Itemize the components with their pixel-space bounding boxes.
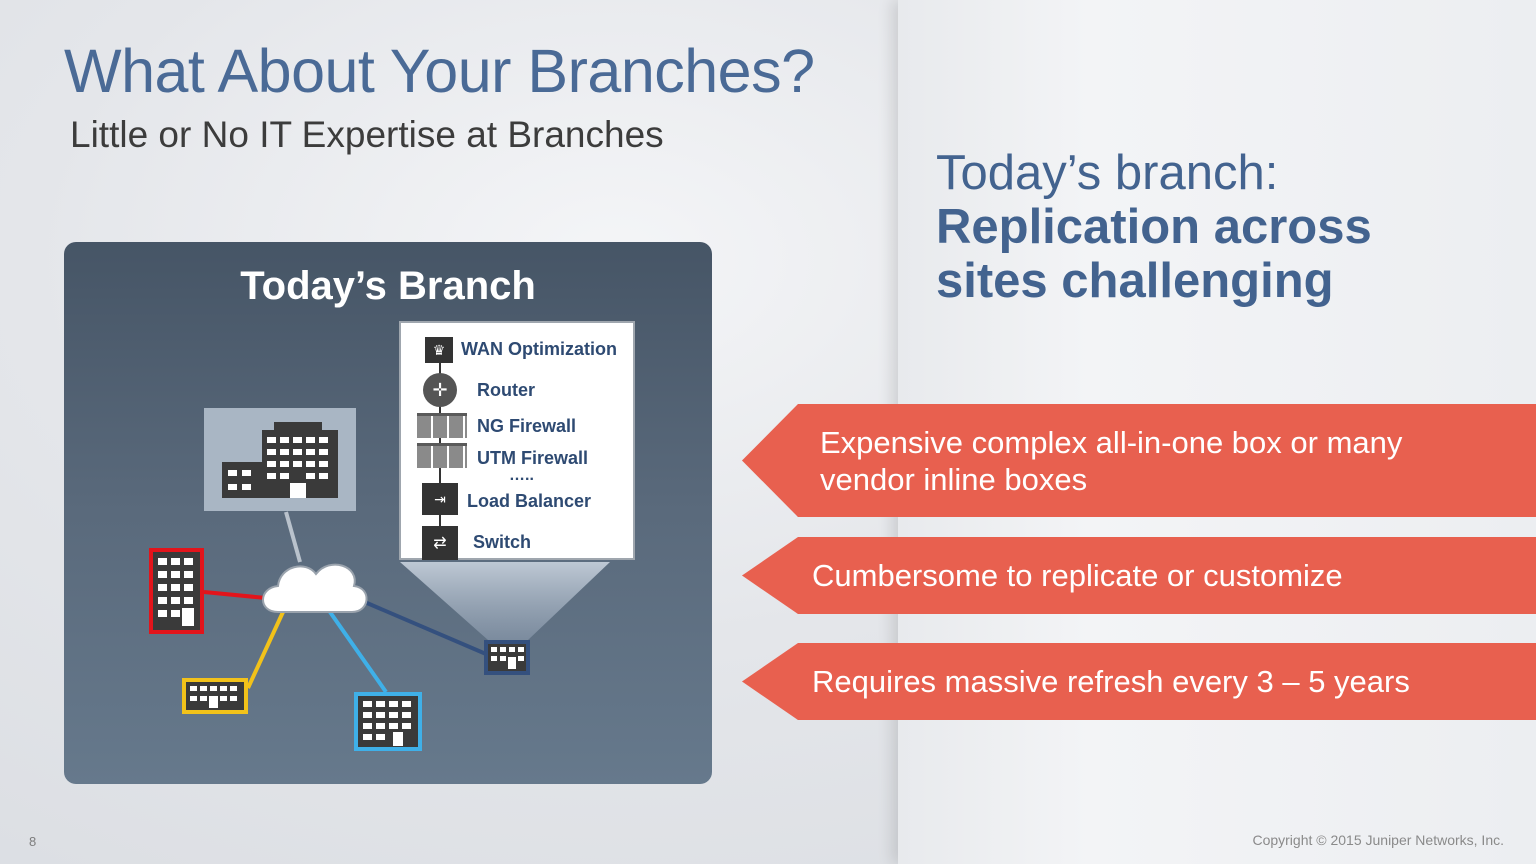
stack-label-ellipsis: ….. (509, 467, 534, 484)
stack-label-wan-optimization: WAN Optimization (461, 339, 617, 359)
stack-label-utm-firewall: UTM Firewall (477, 448, 589, 468)
challenge-text-cost-line-1: Expensive complex all-in-one box or many (820, 425, 1403, 460)
stack-label-switch: Switch (473, 532, 532, 552)
headline: Today’s branch: Replication across sites… (936, 146, 1496, 308)
challenge-banner-cost: Expensive complex all-in-one box or many… (742, 404, 1536, 517)
page-number: 8 (29, 834, 37, 849)
wan-optimization-icon: ♛ (425, 337, 453, 363)
stack-label-load-balancer: Load Balancer (467, 491, 592, 511)
headline-line-2: Replication across (936, 200, 1372, 254)
copyright-notice: Copyright © 2015 Juniper Networks, Inc. (1252, 832, 1504, 848)
challenge-banner-refresh: Requires massive refresh every 3 – 5 yea… (742, 643, 1536, 720)
ng-firewall-icon (417, 413, 467, 438)
headline-line-1: Today’s branch: (936, 146, 1279, 200)
stack-label-ng-firewall: NG Firewall (477, 416, 577, 436)
challenge-text-refresh: Requires massive refresh every 3 – 5 yea… (812, 664, 1410, 699)
challenge-text-cost-line-2: vendor inline boxes (820, 462, 1088, 497)
panel-title: Today’s Branch (240, 264, 536, 308)
challenge-text-replicate: Cumbersome to replicate or customize (812, 558, 1343, 593)
router-icon: ✛ (423, 373, 457, 407)
utm-firewall-icon (417, 443, 467, 468)
load-balancer-icon: ⇥ (422, 483, 458, 515)
slide-subtitle: Little or No IT Expertise at Branches (70, 114, 664, 155)
challenge-banner-replicate: Cumbersome to replicate or customize (742, 537, 1536, 614)
switch-icon: ⇄ (422, 526, 458, 560)
headline-line-3: sites challenging (936, 254, 1334, 308)
stack-label-router: Router (477, 380, 535, 400)
slide-title: What About Your Branches? (64, 37, 815, 105)
branch-service-stack: ♛ WAN Optimization ✛ Router NG Firewall … (399, 321, 635, 560)
